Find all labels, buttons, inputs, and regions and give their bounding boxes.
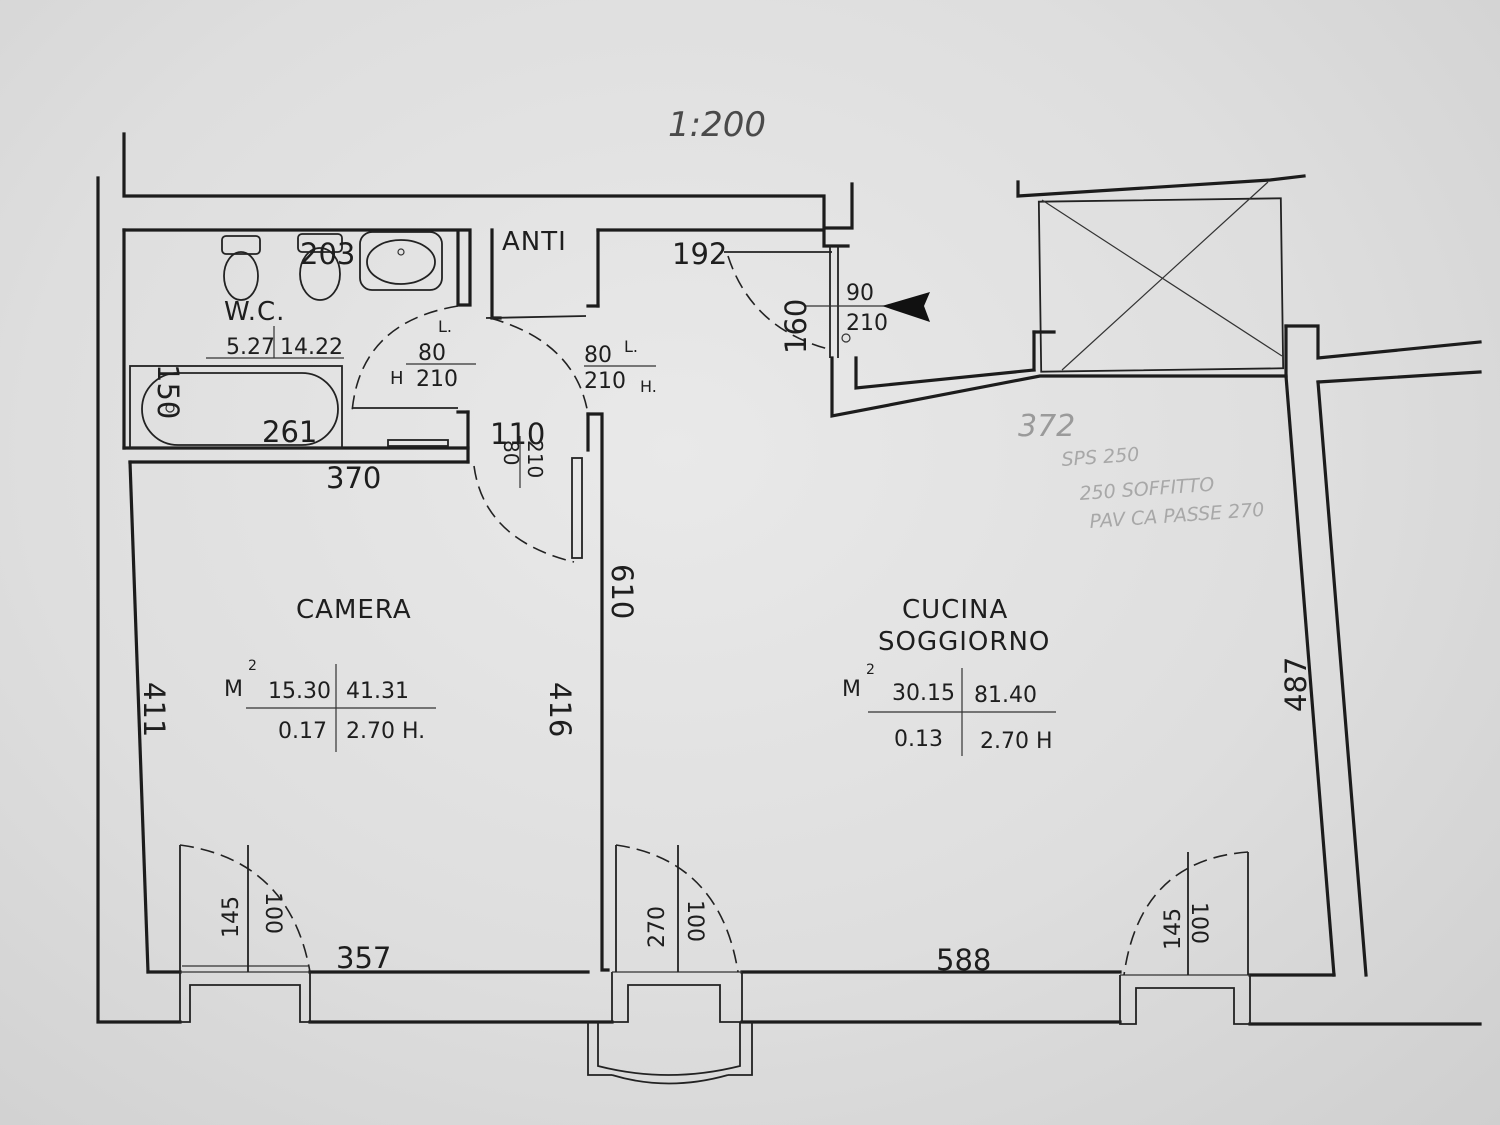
- door-swings: [351, 251, 900, 563]
- room-name-soggiorno: SOGGIORNO: [878, 627, 1050, 657]
- camera-door-width: 80: [499, 440, 523, 465]
- cucina-volume: 81.40: [974, 683, 1037, 708]
- pencil-note-1: SPS 250: [1061, 444, 1140, 471]
- wc-door-h-label: H: [390, 368, 404, 389]
- wc-door-height: 210: [416, 367, 458, 392]
- camera-door-height: 210: [523, 440, 547, 478]
- win-camera-145: 145: [219, 896, 244, 938]
- area-table-lines: [206, 326, 1056, 756]
- win-mid-100: 100: [682, 900, 707, 942]
- camera-unit: M: [224, 677, 243, 702]
- win-camera-100: 100: [260, 892, 285, 934]
- walls: [96, 132, 1482, 1026]
- dim-160: 160: [779, 299, 813, 354]
- win-mid-270: 270: [645, 906, 670, 948]
- dim-150: 150: [151, 364, 185, 419]
- room-name-wc: W.C.: [224, 297, 285, 327]
- dim-110: 110: [490, 417, 545, 451]
- entry-arrow-icon: [882, 292, 930, 322]
- dim-261: 261: [262, 415, 317, 449]
- windows: [179, 844, 1251, 1085]
- room-name-camera: CAMERA: [296, 595, 412, 625]
- anti-door-width: 80: [584, 343, 612, 368]
- camera-volume: 41.31: [346, 679, 409, 704]
- anti-door-l: L.: [624, 337, 638, 356]
- wc-door-width: 80: [418, 341, 446, 366]
- entry-door-height: 210: [846, 311, 888, 336]
- cucina-area: 30.15: [892, 681, 955, 706]
- scale-label: 1:200: [668, 105, 766, 145]
- dim-203: 203: [300, 237, 355, 271]
- cucina-ratio: 0.13: [894, 727, 943, 752]
- dim-372: 372: [1018, 409, 1075, 444]
- dim-370: 370: [326, 461, 381, 495]
- anti-door-h-label: H.: [640, 377, 657, 396]
- cucina-height: 2.70 H: [980, 729, 1053, 754]
- wc-volume: 14.22: [280, 335, 343, 360]
- wc-area: 5.27: [226, 335, 275, 360]
- cucina-unit-exp: 2: [866, 662, 875, 678]
- dim-411: 411: [137, 682, 171, 737]
- dim-192: 192: [672, 237, 727, 271]
- camera-height: 2.70 H.: [346, 719, 425, 744]
- camera-area: 15.30: [268, 679, 331, 704]
- dim-588: 588: [936, 943, 991, 977]
- pencil-note-2: 250 SOFFITTO: [1079, 474, 1215, 505]
- anti-door-height: 210: [584, 369, 626, 394]
- room-name-anti: ANTI: [502, 227, 567, 257]
- win-right-100: 100: [1186, 902, 1211, 944]
- win-right-145: 145: [1161, 908, 1186, 950]
- bathroom-fixtures: [129, 231, 851, 449]
- dim-357: 357: [336, 941, 391, 975]
- dim-610: 610: [605, 564, 639, 619]
- entry-door-width: 90: [846, 281, 874, 306]
- cucina-unit: M: [842, 677, 861, 702]
- camera-unit-exp: 2: [248, 658, 257, 674]
- dim-416: 416: [543, 682, 577, 737]
- dim-487: 487: [1279, 657, 1313, 712]
- wc-door-l: L.: [438, 317, 452, 336]
- camera-ratio: 0.17: [278, 719, 327, 744]
- pencil-note-3: PAV CA PASSE 270: [1089, 499, 1265, 533]
- room-name-cucina: CUCINA: [902, 595, 1008, 625]
